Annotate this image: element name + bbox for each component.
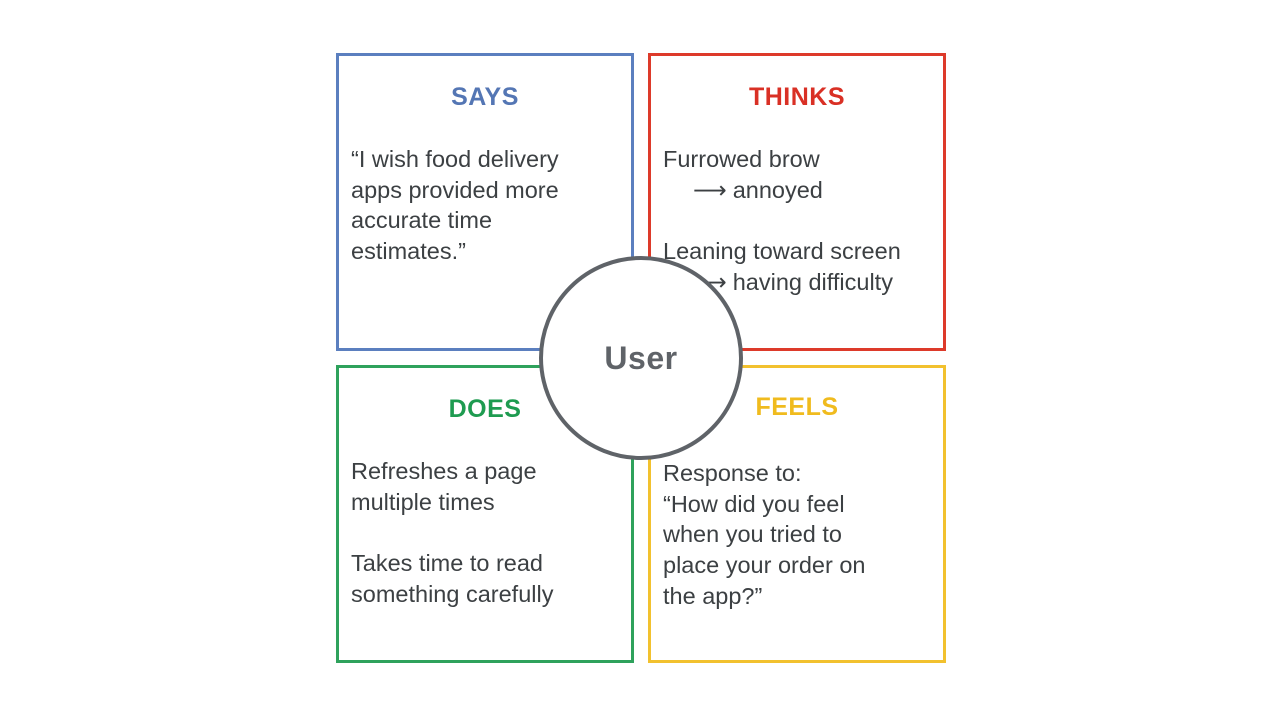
says-line: apps provided more	[351, 176, 559, 203]
feels-line: the app?”	[663, 582, 763, 609]
does-line: something carefully	[351, 580, 554, 607]
does-title: DOES	[448, 395, 522, 423]
says-body: “I wish food delivery apps provided more…	[351, 144, 623, 267]
does-body: Refreshes a page multiple times Takes ti…	[351, 456, 623, 610]
thinks-inference-text: annoyed	[732, 176, 823, 203]
says-title: SAYS	[451, 83, 519, 111]
thinks-inference: ⟶annoyed	[663, 175, 935, 206]
thinks-title: THINKS	[748, 83, 846, 111]
says-line: accurate time	[351, 207, 493, 234]
does-line: Refreshes a page	[351, 458, 537, 484]
thinks-observation: Furrowed brow	[663, 146, 820, 172]
says-line: estimates.”	[351, 238, 466, 265]
user-circle: User	[539, 256, 743, 460]
arrow-right-icon: ⟶	[693, 176, 727, 203]
feels-title: FEELS	[755, 393, 839, 421]
thinks-body: Furrowed brow ⟶annoyed Leaning toward sc…	[663, 144, 935, 298]
feels-line: when you tried to	[663, 521, 842, 548]
thinks-inference-text: having difficulty	[732, 268, 893, 295]
feels-body: Response to: “How did you feel when you …	[663, 458, 935, 612]
feels-line: “How did you feel	[663, 490, 845, 517]
does-line: multiple times	[351, 488, 495, 515]
thinks-observation: Leaning toward screen	[663, 238, 901, 265]
feels-line: Response to:	[663, 460, 802, 486]
feels-line: place your order on	[663, 552, 866, 579]
user-label: User	[604, 339, 678, 376]
does-line: Takes time to read	[351, 550, 544, 577]
says-line: “I wish food delivery	[351, 146, 559, 172]
says-quadrant: SAYS “I wish food delivery apps provided…	[336, 53, 634, 351]
